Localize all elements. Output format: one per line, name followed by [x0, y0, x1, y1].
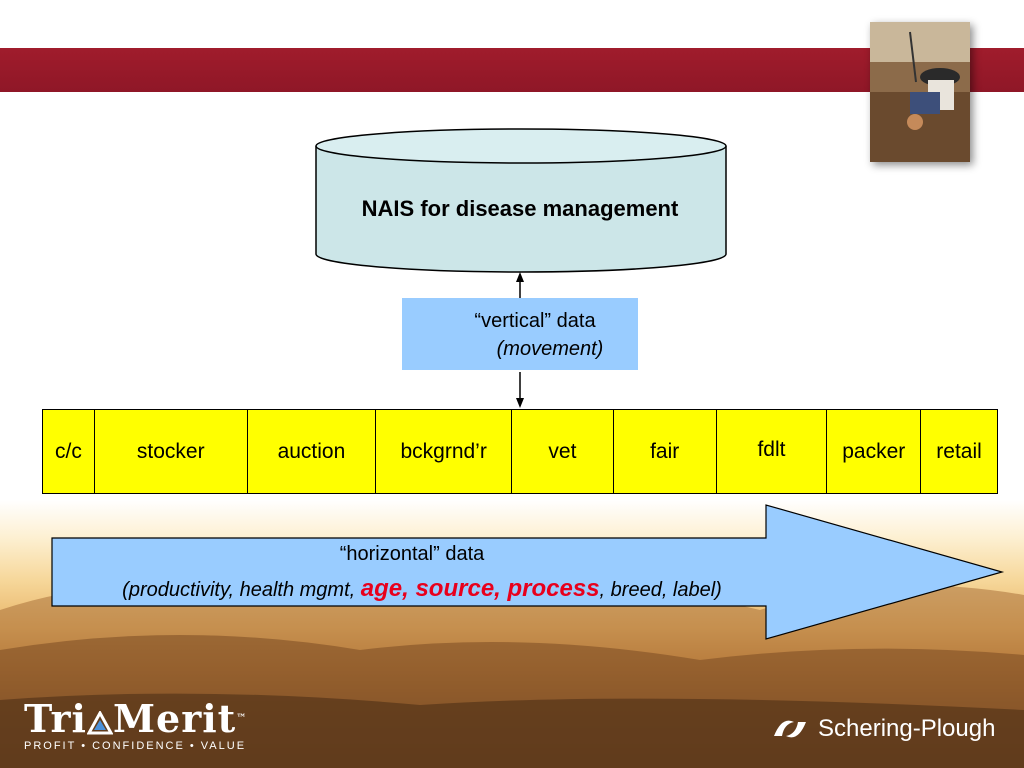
horizontal-data-title: “horizontal” data: [339, 543, 485, 565]
stage-retail: retail: [936, 439, 982, 463]
trimerit-triangle-icon: [86, 710, 113, 734]
stage-vet: vet: [512, 410, 614, 493]
stage-fdlt: fdlt: [717, 410, 828, 493]
trimerit-tagline: PROFIT • CONFIDENCE • VALUE: [24, 740, 247, 752]
trimerit-name-part1: Tri: [24, 696, 87, 741]
horizontal-data-prefix: (productivity, health mgmt,: [122, 579, 361, 601]
schering-plough-logo: Schering-Plough: [770, 712, 995, 746]
schering-plough-name: Schering-Plough: [818, 715, 996, 742]
database-cylinder: [315, 128, 727, 273]
farmer-photo: [870, 22, 970, 162]
horizontal-data-suffix: , breed, label): [599, 579, 722, 601]
trimerit-name-part2: Merit: [112, 696, 237, 741]
stage-stocker: stocker: [95, 410, 248, 493]
schering-plough-swirl-icon: [774, 720, 806, 738]
stage-fair: fair: [614, 410, 717, 493]
trimerit-trademark: ™: [236, 713, 248, 724]
horizontal-data-subtitle: (productivity, health mgmt, age, source,…: [52, 575, 892, 603]
vertical-data-subtitle: (movement): [496, 338, 604, 360]
supply-chain-stages: c/c stocker auction bckgrnd’r vet fair f…: [42, 409, 998, 494]
stage-packer: packer: [827, 410, 922, 493]
database-label: NAIS for disease management: [361, 196, 679, 221]
header-banner: [0, 48, 1024, 92]
stage-auction: auction: [248, 410, 377, 493]
stage-backgrounder: bckgrnd’r: [376, 410, 513, 493]
horizontal-data-highlight: age, source, process: [360, 575, 600, 602]
vertical-data-title: “vertical” data: [474, 310, 596, 332]
vertical-data-box: “vertical” data (movement): [402, 298, 638, 370]
stage-cc: c/c: [43, 410, 95, 493]
